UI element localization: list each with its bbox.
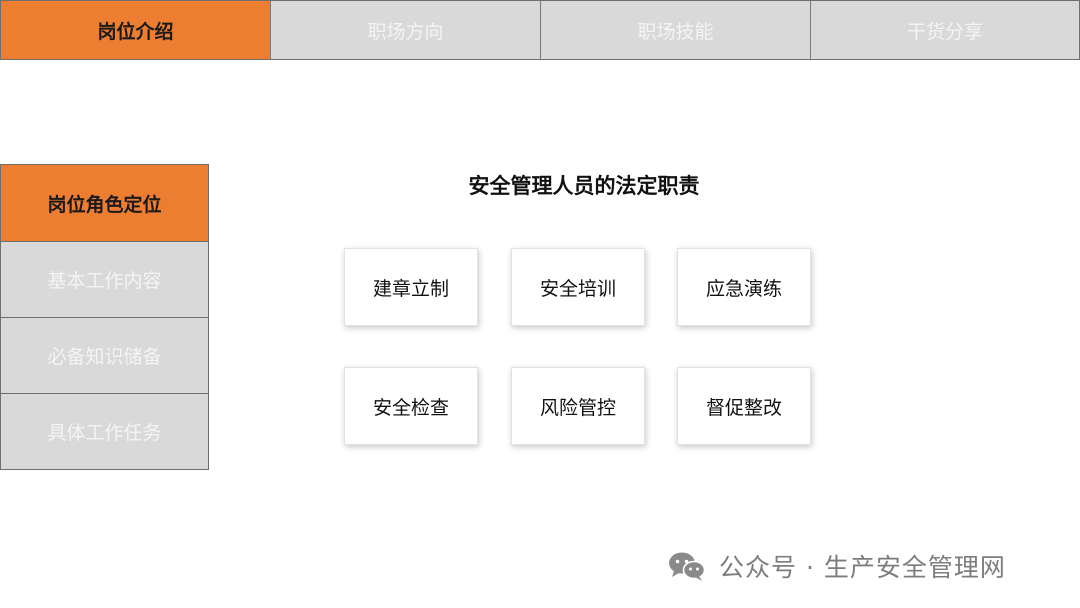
duty-card: 建章立制 (344, 248, 478, 326)
duty-card: 安全培训 (511, 248, 645, 326)
side-item-label: 必备知识储备 (47, 346, 162, 368)
tab-label: 岗位介绍 (97, 20, 174, 43)
duty-card-label: 建章立制 (372, 277, 449, 300)
watermark-text: 公众号 · 生产安全管理网 (719, 553, 1006, 582)
side-item-specific-tasks[interactable]: 具体工作任务 (1, 393, 208, 469)
duty-card-label: 安全检查 (372, 396, 449, 419)
side-item-label: 基本工作内容 (47, 270, 162, 292)
side-item-required-knowledge[interactable]: 必备知识储备 (1, 317, 208, 393)
side-menu: 岗位角色定位 基本工作内容 必备知识储备 具体工作任务 (0, 164, 209, 470)
duty-card-label: 安全培训 (539, 277, 616, 300)
duty-card-label: 督促整改 (705, 396, 782, 419)
duty-card-label: 应急演练 (705, 277, 782, 300)
tab-position-intro[interactable]: 岗位介绍 (0, 1, 270, 59)
tab-label: 职场技能 (637, 20, 714, 43)
duty-card: 应急演练 (677, 248, 811, 326)
duty-card: 风险管控 (511, 367, 645, 445)
tab-career-skills[interactable]: 职场技能 (540, 1, 810, 59)
side-item-basic-work[interactable]: 基本工作内容 (1, 241, 208, 317)
side-item-label: 岗位角色定位 (47, 193, 162, 216)
watermark: 公众号 · 生产安全管理网 (667, 548, 1006, 584)
tab-knowledge-sharing[interactable]: 干货分享 (810, 1, 1080, 59)
top-navigation: 岗位介绍 职场方向 职场技能 干货分享 (0, 0, 1080, 60)
side-item-role-positioning[interactable]: 岗位角色定位 (1, 165, 208, 241)
tab-label: 干货分享 (906, 20, 983, 43)
side-item-label: 具体工作任务 (47, 422, 162, 444)
duty-card-label: 风险管控 (539, 396, 616, 419)
section-title: 安全管理人员的法定职责 (468, 174, 700, 198)
tab-label: 职场方向 (367, 20, 444, 43)
duty-card: 督促整改 (677, 367, 811, 445)
duty-card: 安全检查 (344, 367, 478, 445)
tab-career-direction[interactable]: 职场方向 (270, 1, 540, 59)
wechat-icon (669, 552, 706, 581)
